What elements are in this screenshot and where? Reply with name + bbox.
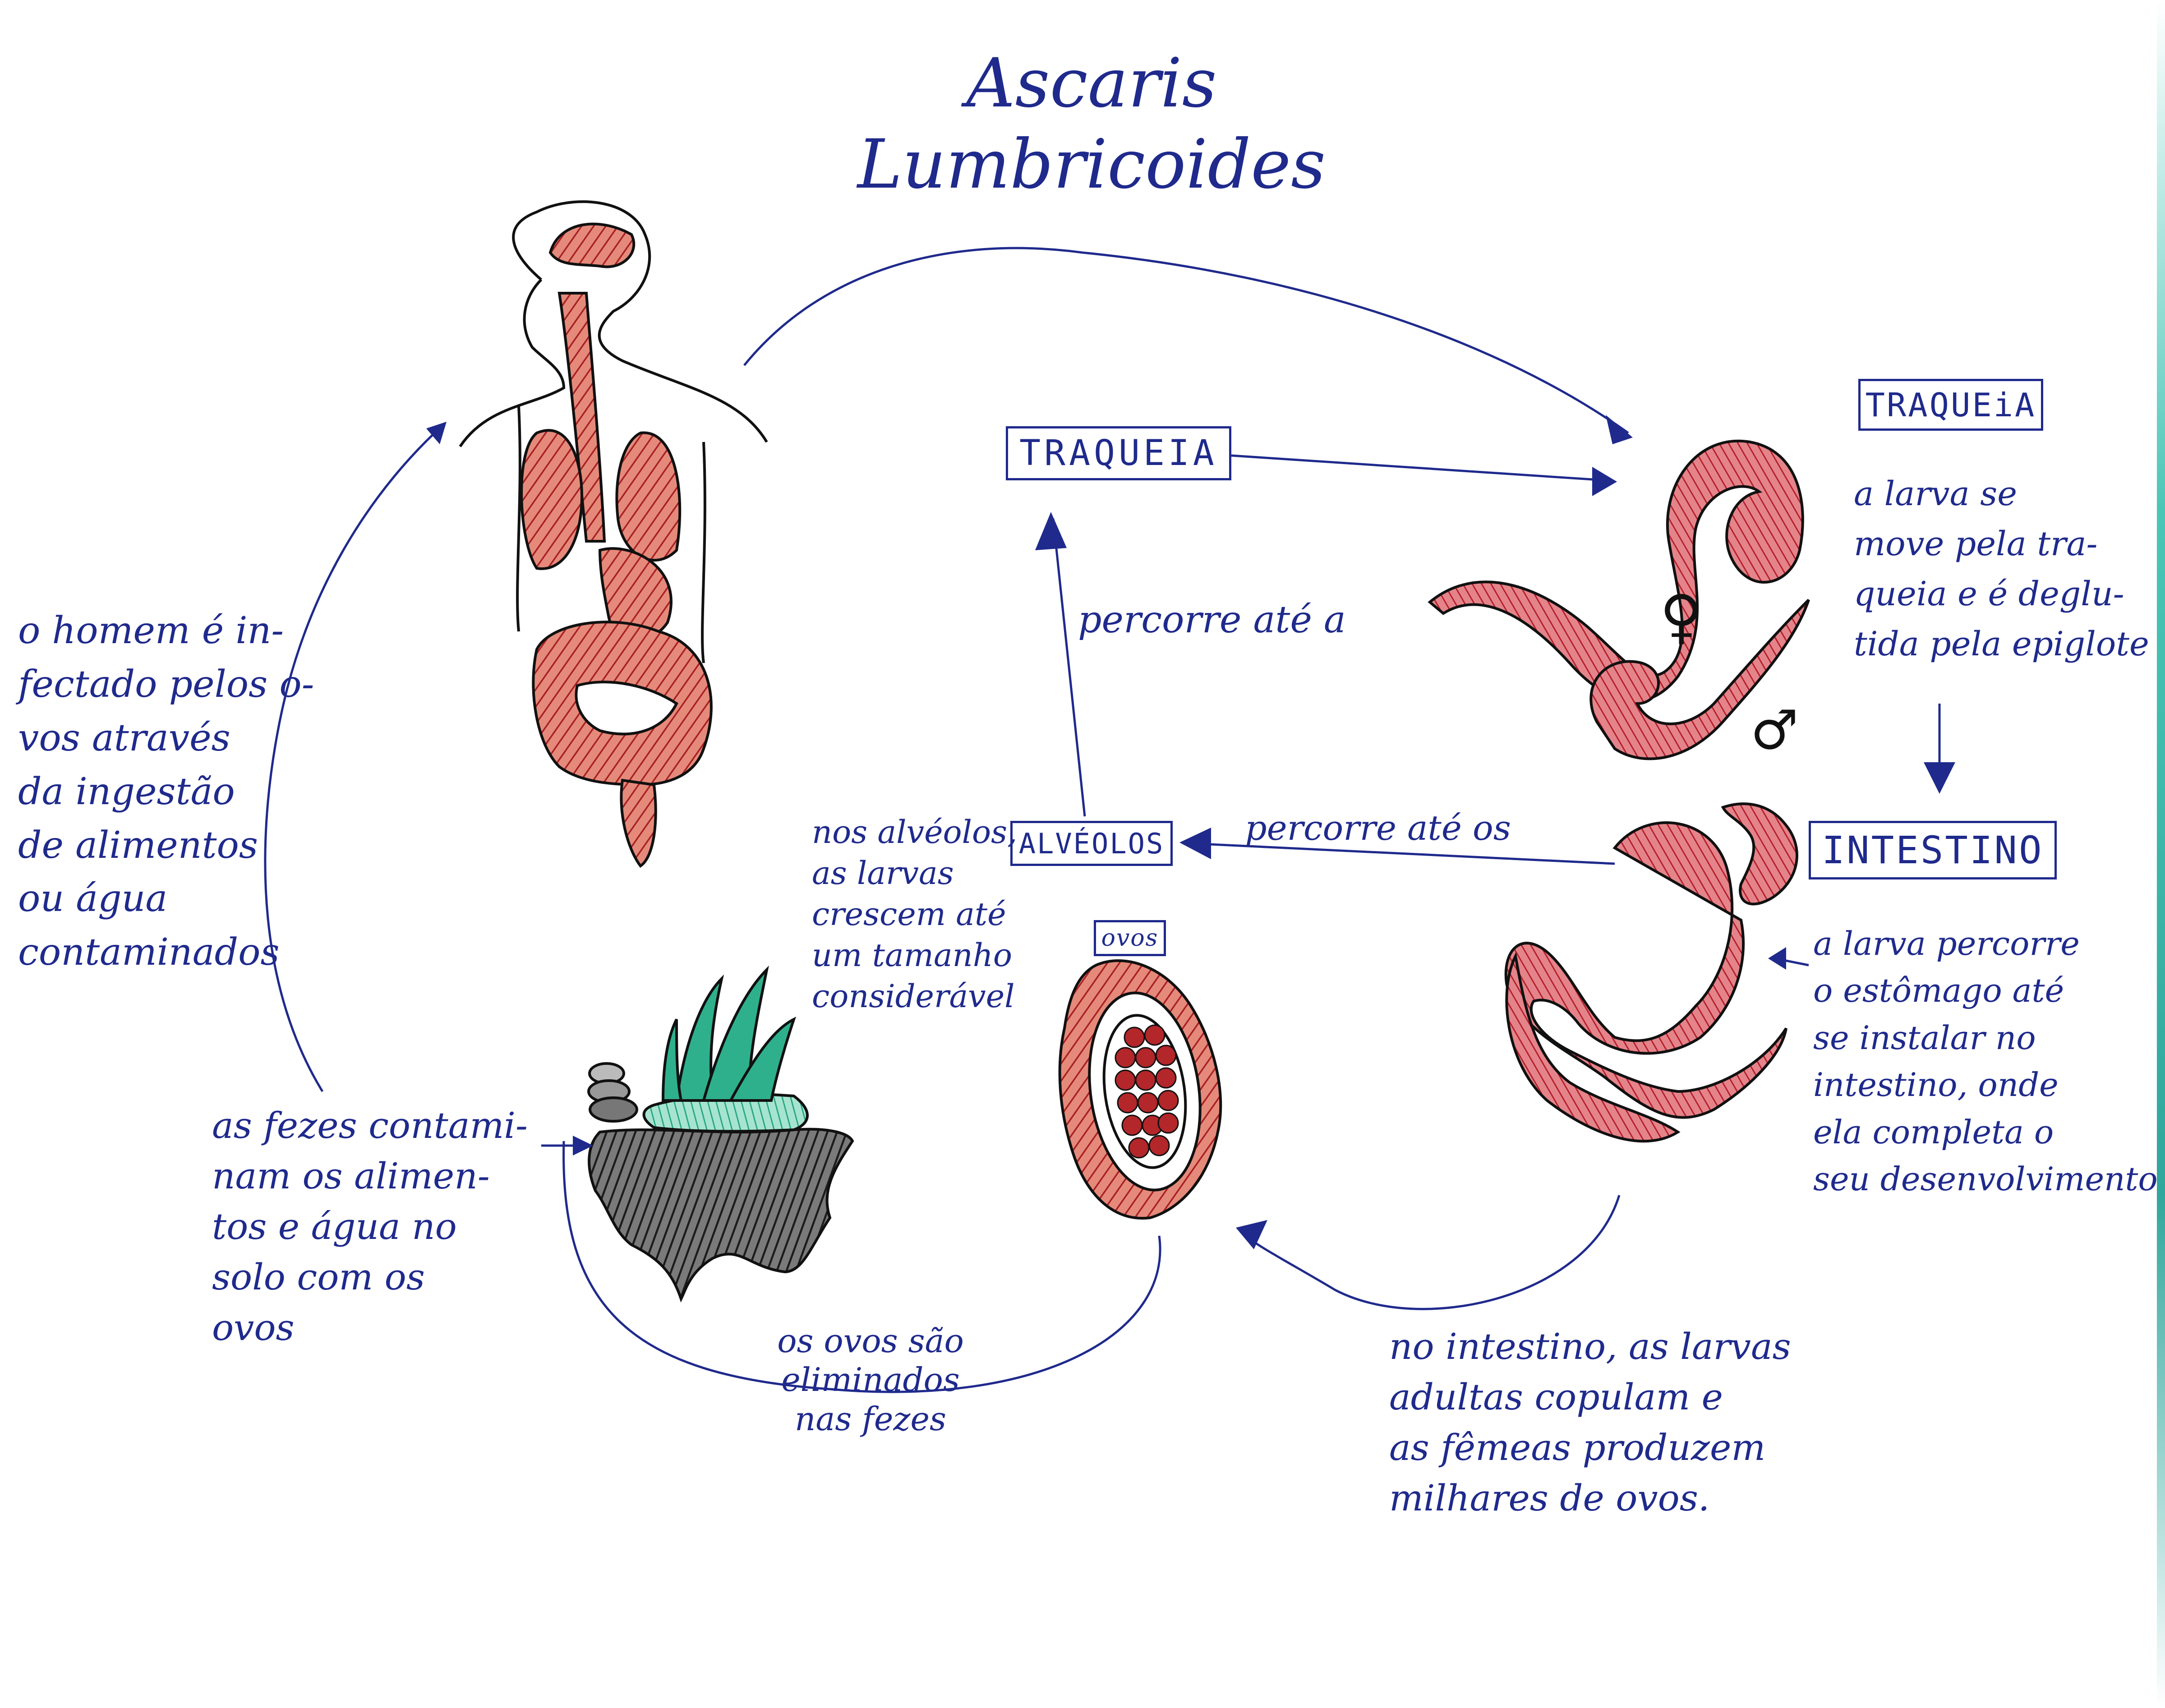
page-edge-strip	[2157, 0, 2165, 1708]
label-percorre-ate-a: percorre até a	[1078, 598, 1346, 641]
male-symbol: ♂	[1750, 700, 1799, 762]
arrow-intestine-to-egg	[1239, 1195, 1621, 1310]
adult-worms-drawing	[1428, 440, 1810, 1143]
arrow-body-to-trachea	[743, 247, 1629, 434]
female-symbol: ♀	[1660, 582, 1703, 651]
arrow-intestine-to-alveolos	[1190, 842, 1615, 865]
box-traqueia-center: TRAQUEIA	[1006, 426, 1231, 480]
note-larva-estomago: a larva percorre o estômago até se insta…	[1813, 925, 2158, 1198]
note-alveolos-larvas: nos alvéolos, as larvas crescem até um t…	[812, 814, 1018, 1015]
human-body-drawing	[459, 200, 768, 868]
note-homem-infectado: o homem é in- fectado pelos o- vos atrav…	[18, 609, 314, 974]
soil-drawing	[587, 965, 854, 1303]
arrows	[264, 247, 1941, 1393]
box-ovos: ovos	[1094, 920, 1166, 956]
egg-drawing	[1058, 959, 1222, 1220]
note-fezes-contaminam: as fezes contami- nam os alimen- tos e á…	[212, 1105, 528, 1349]
label-percorre-ate-os: percorre até os	[1245, 808, 1511, 848]
arrow-traqueia-to-worms	[1231, 454, 1606, 482]
diagram-title: Ascaris Lumbricoides	[857, 44, 1326, 204]
arrowheads	[426, 415, 1955, 1249]
note-intestino-copulam: no intestino, as larvas adultas copulam …	[1389, 1326, 1791, 1519]
arrow-soil-to-body	[264, 423, 445, 1092]
box-alveolos: ALVÉOLOS	[1010, 821, 1173, 866]
note-larva-traqueia: a larva se move pela tra- queia e é degl…	[1854, 474, 2149, 663]
box-traqueia-right: TRAQUEiA	[1858, 379, 2043, 431]
arrow-egg-to-soil	[562, 1141, 1161, 1393]
box-intestino: INTESTINO	[1809, 821, 2057, 879]
arrow-alveolos-to-traqueia	[1052, 518, 1086, 817]
label-ovos-eliminados: os ovos são eliminados nas fezes	[777, 1322, 964, 1438]
